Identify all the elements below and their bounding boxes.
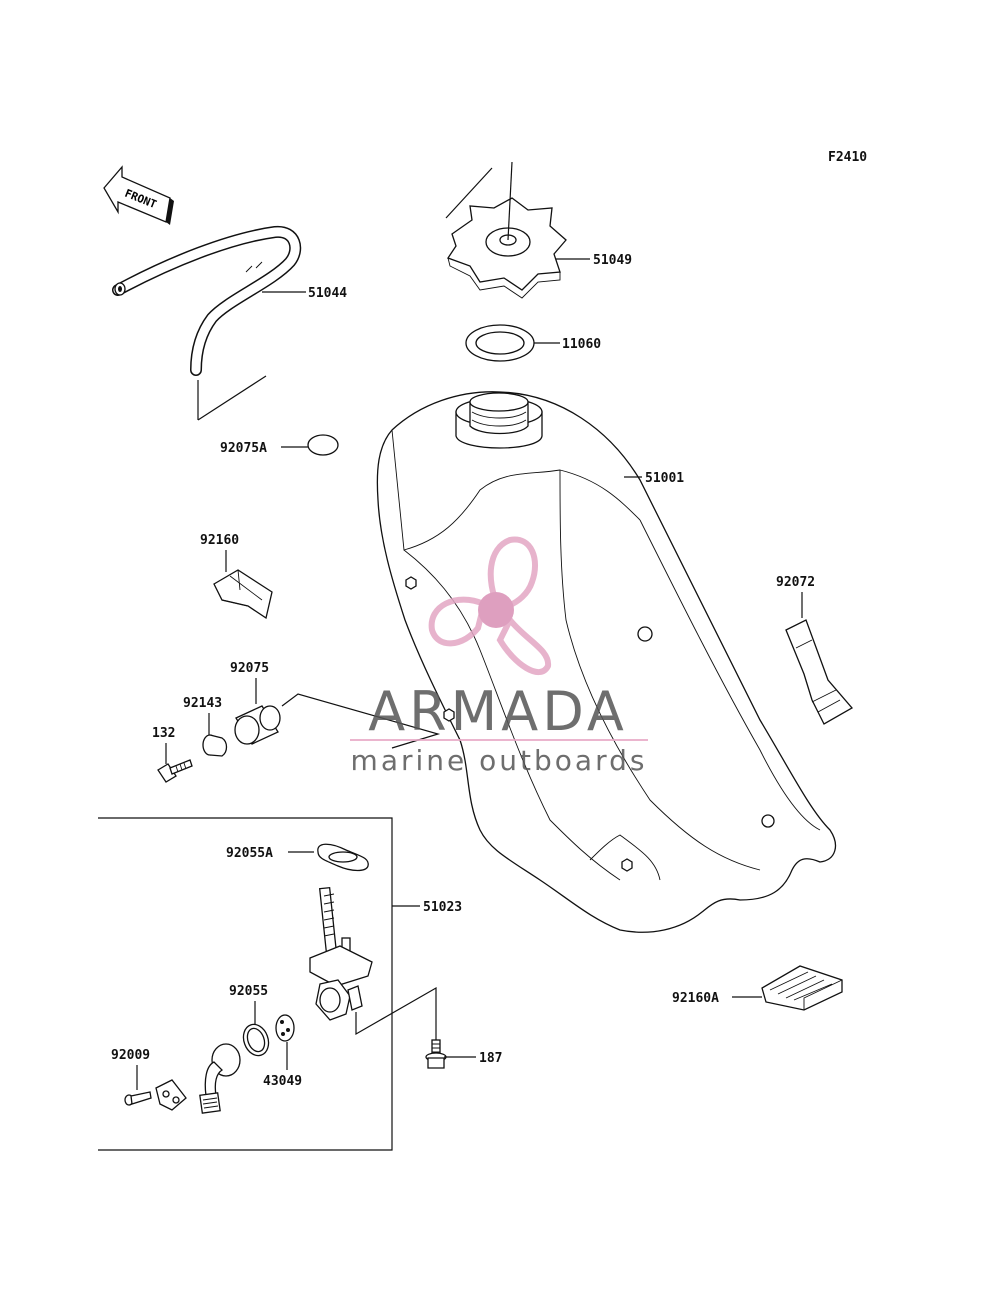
label-92075: 92075 [230,661,269,676]
label-187: 187 [479,1051,502,1066]
rubber-pad [213,569,273,620]
label-92009: 92009 [111,1048,150,1063]
valve-plate [275,1014,295,1042]
fuel-tank [376,391,837,933]
leader-hose-diag [197,375,267,421]
label-92160A: 92160A [672,991,719,1006]
plug-cap [307,434,339,456]
leader-cap-diag [445,167,493,219]
label-51001: 51001 [645,471,684,486]
retainer-plate [155,1079,187,1111]
breather-hose [112,225,302,376]
label-11060: 11060 [562,337,601,352]
tank-strap [785,619,854,725]
armada-watermark: ARMADA marine outboards [350,536,648,777]
label-92072: 92072 [776,575,815,590]
label-92075A: 92075A [220,441,267,456]
label-132: 132 [152,726,175,741]
label-92160: 92160 [200,533,239,548]
bolt-132 [157,759,193,783]
leader-cap-axis [507,161,513,241]
label-43049: 43049 [263,1074,302,1089]
label-51023: 51023 [423,900,462,915]
label-92055A: 92055A [226,846,273,861]
watermark-brand: ARMADA [368,680,628,743]
label-51049: 51049 [593,253,632,268]
cap-gasket [465,324,535,362]
watermark-tagline: marine outboards [351,744,648,777]
valve-gasket [317,843,369,872]
rubber-damper [234,705,281,745]
fuel-cock [309,886,373,1021]
collar [202,734,228,757]
label-92143: 92143 [183,696,222,711]
cock-lever [199,1043,241,1114]
propeller-logo-icon [428,536,552,675]
bolt-187 [425,1039,447,1069]
leader-cock-to-bolt [355,986,437,1044]
fuel-cap [447,197,567,299]
label-92055: 92055 [229,984,268,999]
screw-92009 [124,1091,152,1106]
front-arrow-icon: FRONT [103,165,174,225]
label-51044: 51044 [308,286,347,301]
assembly-box [98,817,393,1151]
figure-code: F2410 [828,150,867,165]
rubber-pad-a [761,965,843,1011]
